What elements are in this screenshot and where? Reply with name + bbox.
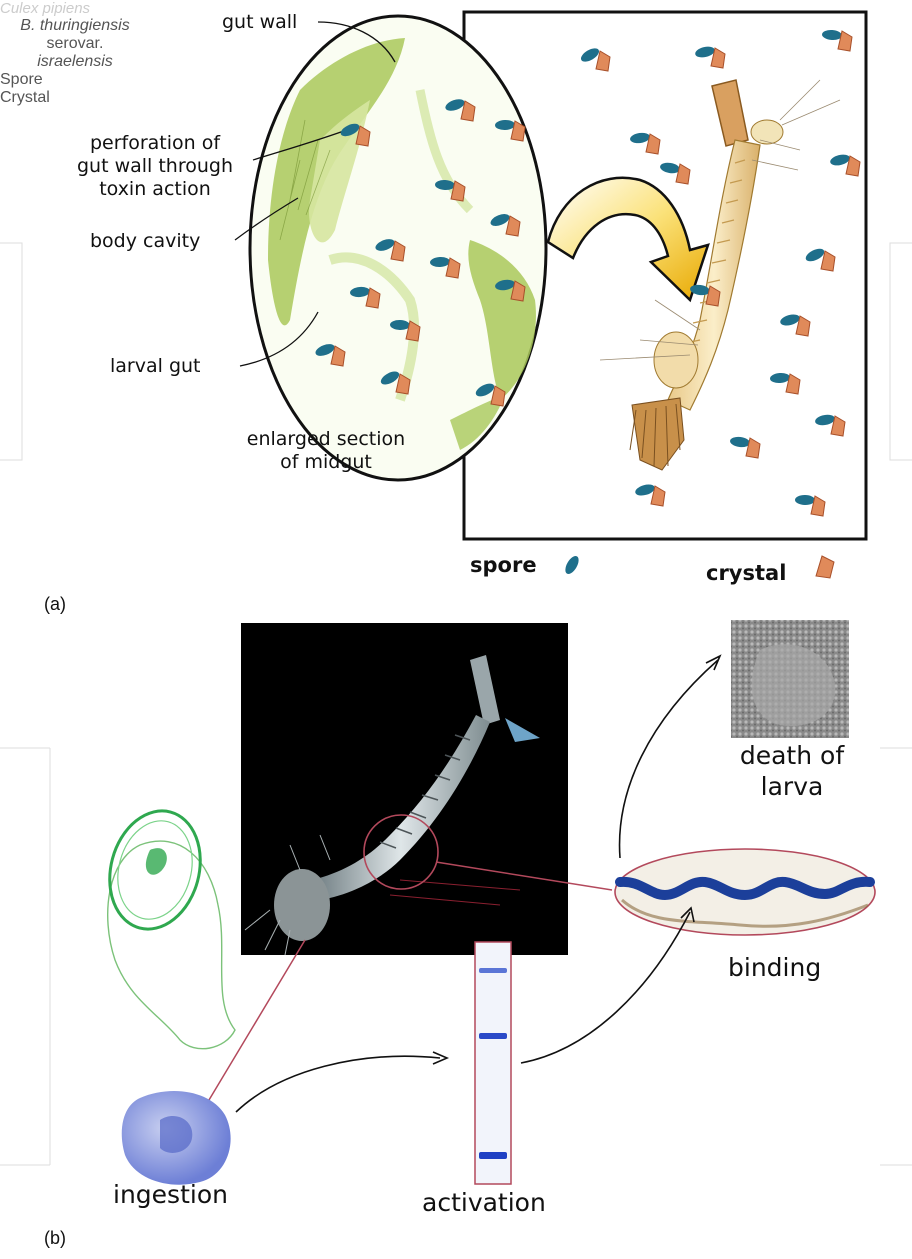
label-perforation-line1: perforation of <box>50 132 260 154</box>
label-ingestion: ingestion <box>113 1184 228 1206</box>
panel-b <box>0 620 912 1185</box>
legend-spore-label: spore <box>470 554 537 576</box>
label-enlarged-line2: of midgut <box>214 451 438 473</box>
frame-line-right-b <box>880 748 912 1165</box>
label-death-line1: death of <box>712 745 872 767</box>
label-binding: binding <box>728 957 821 979</box>
arrow-ingestion-to-activation <box>236 1056 440 1112</box>
frame-line-left <box>0 243 22 460</box>
gel-strip <box>475 942 511 1184</box>
arrow-binding-to-death <box>620 660 718 858</box>
label-perforation-line2: gut wall through <box>50 155 260 177</box>
label-larval-gut: larval gut <box>110 355 201 377</box>
frame-line-right <box>890 243 912 460</box>
panel-a-letter: (a) <box>44 594 66 615</box>
legend-crystal-label: crystal <box>706 562 786 584</box>
connector-ingestion <box>200 940 305 1115</box>
panel-a <box>0 12 912 578</box>
label-activation: activation <box>422 1192 546 1214</box>
label-gut-wall: gut wall <box>222 11 297 33</box>
legend-spore-icon <box>563 554 582 576</box>
label-body-cavity: body cavity <box>90 230 200 252</box>
label-perforation-line3: toxin action <box>50 178 260 200</box>
frame-line-left-b <box>0 748 50 1165</box>
label-enlarged-line1: enlarged section <box>214 428 438 450</box>
crystal-blob <box>122 1091 231 1185</box>
legend-crystal-icon <box>816 556 834 578</box>
spore-outline-drawing <box>97 801 235 1049</box>
label-death-line2: larva <box>712 776 872 798</box>
binding-ellipse <box>615 849 875 935</box>
panel-b-letter: (b) <box>44 1228 66 1249</box>
